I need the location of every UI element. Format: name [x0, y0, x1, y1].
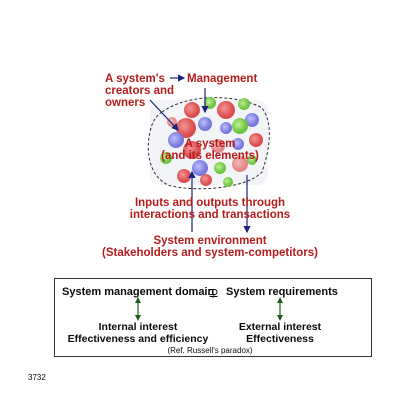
- io-label: Inputs and outputs through interactions …: [120, 197, 300, 221]
- creators-line-3: owners: [105, 97, 146, 109]
- creators-line-2: creators and: [105, 85, 175, 97]
- effectiveness-and-efficiency: Effectiveness and efficiency: [67, 333, 209, 345]
- requirements-title: System requirements: [226, 286, 338, 298]
- page-number: 3732: [28, 373, 46, 382]
- environment-line-2: (Stakeholders and system-competitors): [101, 247, 318, 259]
- internal-interest: Internal interest: [98, 321, 178, 333]
- effectiveness: Effectiveness: [246, 333, 314, 345]
- management-domain-title: System management domain: [62, 286, 215, 298]
- external-interest: External interest: [238, 321, 322, 333]
- management-label: Management: [187, 73, 258, 85]
- environment-line-1: System environment: [153, 235, 267, 247]
- creators-label: A system's creators and owners: [105, 73, 174, 109]
- creators-line-1: A system's: [105, 73, 165, 85]
- io-label-line-2: interactions and transactions: [129, 209, 291, 221]
- io-label-line-1: Inputs and outputs through: [134, 197, 286, 209]
- requirements-box: [54, 278, 372, 357]
- external-interest-block: External interest Effectiveness: [222, 321, 338, 345]
- system-label-line-1: A system: [184, 138, 236, 150]
- double-arrow-right: [277, 297, 283, 321]
- internal-interest-block: Internal interest Effectiveness and effi…: [60, 321, 216, 345]
- system-elements: [160, 97, 263, 187]
- arrow-creators-to-system: [149, 99, 179, 131]
- footnote: (Ref. Russell's paradox): [167, 346, 253, 355]
- double-arrow-left: [135, 297, 141, 321]
- environment-label: System environment (Stakeholders and sys…: [100, 235, 320, 259]
- superset-symbol: ⊋: [208, 285, 219, 300]
- system-label: A system (and its elements): [155, 138, 265, 162]
- system-label-line-2: (and its elements): [161, 150, 259, 162]
